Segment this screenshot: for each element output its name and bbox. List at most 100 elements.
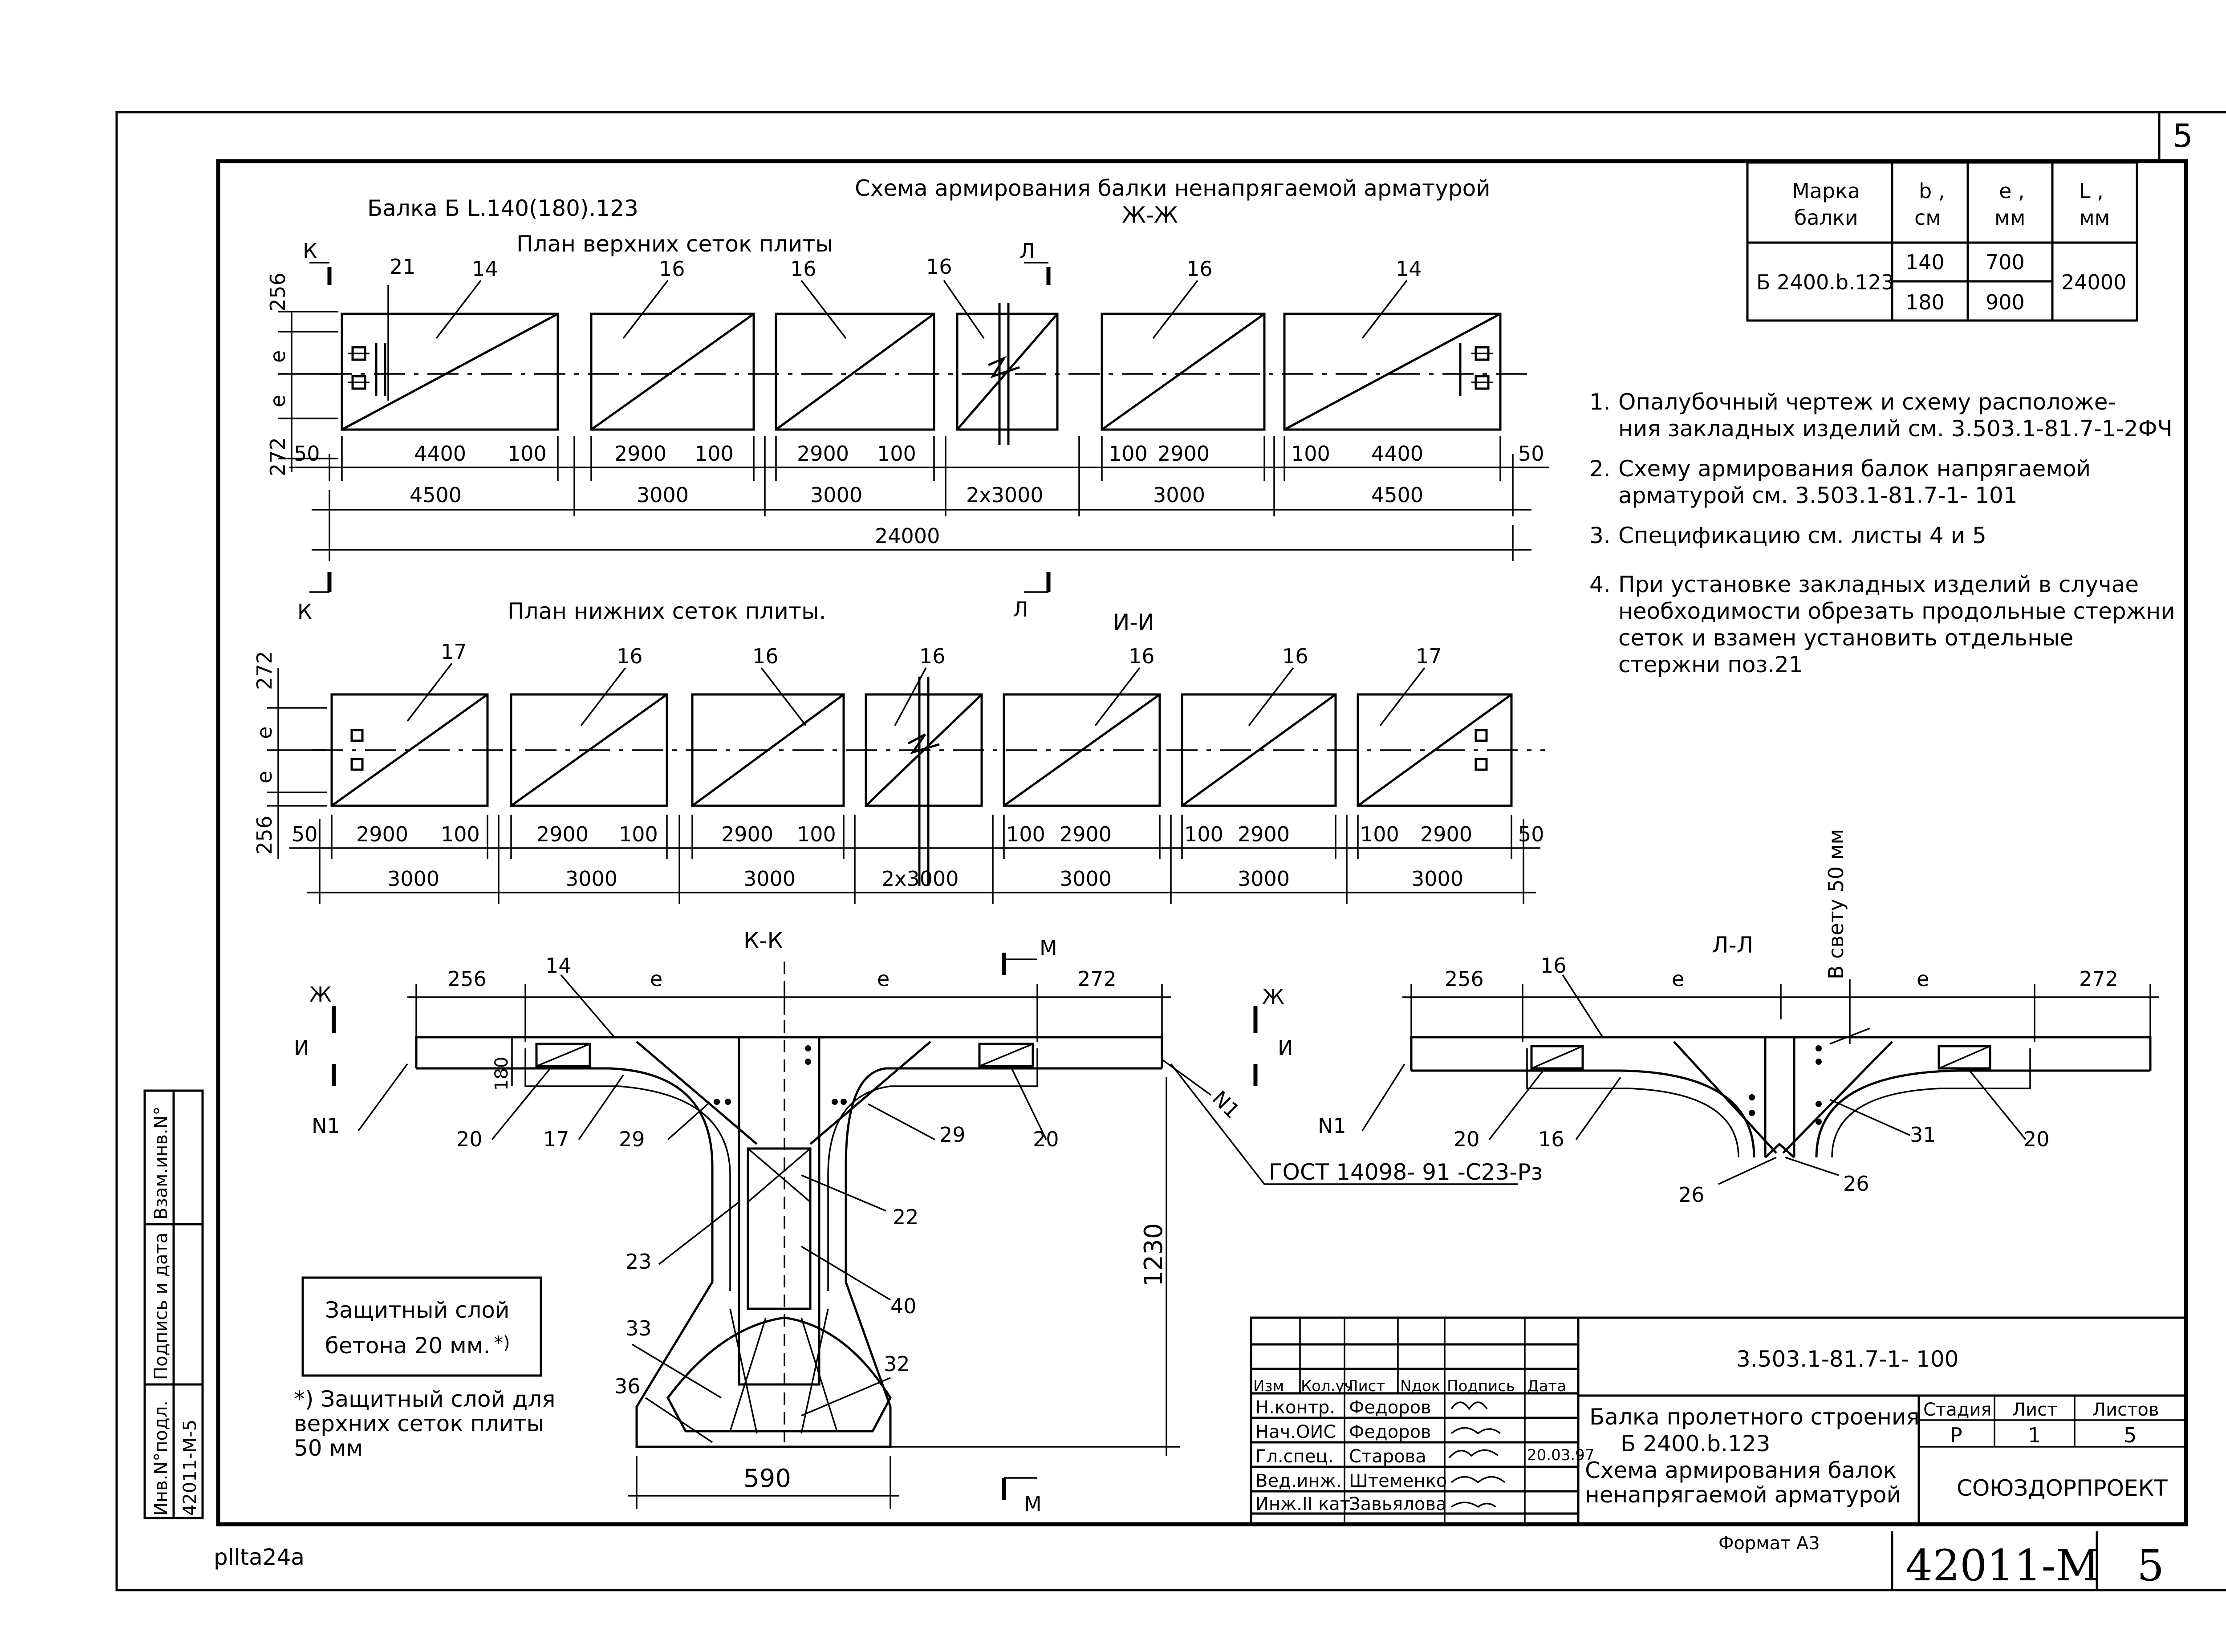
svg-text:20.03.97: 20.03.97 <box>1527 1446 1594 1464</box>
svg-text:Балка пролетного строения: Балка пролетного строения <box>1589 1404 1920 1430</box>
svg-text:5: 5 <box>2137 1541 2164 1591</box>
svg-text:2900: 2900 <box>721 822 773 846</box>
svg-text:e: e <box>650 967 662 991</box>
svg-text:Старова: Старова <box>1349 1446 1426 1467</box>
svg-text:мм: мм <box>2079 206 2110 230</box>
svg-text:100: 100 <box>877 442 916 466</box>
svg-text:Изм: Изм <box>1253 1377 1284 1395</box>
plan-bottom-title: План нижних сеток плиты. <box>508 598 826 624</box>
svg-text:необходимости обрезать продоль: необходимости обрезать продольные стержн… <box>1618 598 2175 624</box>
svg-text:2900: 2900 <box>797 442 849 466</box>
svg-text:При установке закладных издели: При установке закладных изделий в случае <box>1618 572 2139 597</box>
top-plan: 256 e e 272 <box>266 239 1549 624</box>
svg-text:Стадия: Стадия <box>1923 1400 1991 1420</box>
svg-text:Подпись и дата: Подпись и дата <box>151 1233 171 1380</box>
svg-text:арматурой см. 3.503.1-81.7-1-: арматурой см. 3.503.1-81.7-1- 101 <box>1618 483 2018 508</box>
svg-text:14: 14 <box>545 954 572 978</box>
section-zh-title: Ж-Ж <box>1122 202 1178 228</box>
svg-text:Нач.ОИС: Нач.ОИС <box>1255 1422 1336 1442</box>
svg-text:22: 22 <box>893 1205 919 1229</box>
svg-text:16: 16 <box>926 255 952 279</box>
svg-text:17: 17 <box>441 640 467 664</box>
svg-text:700: 700 <box>1986 250 2025 274</box>
signature <box>1450 1427 1501 1435</box>
svg-text:20: 20 <box>456 1127 483 1151</box>
signature <box>1450 1401 1488 1411</box>
svg-text:31: 31 <box>1910 1123 1936 1147</box>
svg-text:33: 33 <box>626 1316 652 1340</box>
svg-text:100: 100 <box>619 822 658 846</box>
svg-text:Ж: Ж <box>1262 985 1284 1009</box>
svg-text:100: 100 <box>695 442 734 466</box>
svg-text:e: e <box>266 395 290 407</box>
top-total-dim: 24000 <box>875 524 940 548</box>
protect-note: Защитный слой бетона 20 мм. *) *) Защитн… <box>294 1276 555 1461</box>
section-ll: Л-Л В свету 50 мм 256 e e 272 <box>1253 829 2159 1207</box>
svg-text:Лист: Лист <box>2012 1400 2057 1420</box>
notes: 1. Опалубочный чертеж и схему расположе-… <box>1589 389 2175 678</box>
svg-text:3000: 3000 <box>810 483 862 507</box>
svg-text:3000: 3000 <box>743 867 796 891</box>
svg-text:36: 36 <box>614 1374 641 1398</box>
svg-text:Л: Л <box>1013 597 1028 621</box>
svg-text:50 мм: 50 мм <box>294 1435 363 1461</box>
svg-text:272: 272 <box>1077 967 1117 991</box>
bottom-side-dims: 272 e e 256 <box>252 651 276 855</box>
svg-text:e: e <box>266 350 290 363</box>
signature <box>1450 1476 1506 1484</box>
svg-text:Гл.спец.: Гл.спец. <box>1255 1446 1333 1467</box>
svg-text:Л: Л <box>1020 239 1035 263</box>
svg-text:16: 16 <box>1186 257 1213 281</box>
svg-text:42011-М-5: 42011-М-5 <box>180 1420 200 1516</box>
svg-text:14: 14 <box>1396 257 1422 281</box>
svg-text:4500: 4500 <box>410 483 462 507</box>
svg-text:100: 100 <box>1006 822 1045 846</box>
svg-text:бетона 20 мм.: бетона 20 мм. <box>325 1333 490 1359</box>
svg-text:И: И <box>1278 1036 1293 1060</box>
svg-text:Марка: Марка <box>1792 179 1860 203</box>
gost-label: ГОСТ 14098- 91 -С23-Рз <box>1269 1159 1543 1185</box>
title-block: Изм Кол.уч Лист Nдок Подпись Дата Н.конт… <box>1250 1316 2187 1526</box>
svg-text:16: 16 <box>919 644 946 668</box>
svg-text:Дата: Дата <box>1527 1377 1566 1395</box>
svg-text:3000: 3000 <box>565 867 617 891</box>
svg-text:26: 26 <box>1843 1172 1869 1196</box>
svg-text:М: М <box>1040 936 1057 960</box>
svg-text:2900: 2900 <box>1060 822 1112 846</box>
svg-text:29: 29 <box>619 1127 645 1151</box>
svg-text:20: 20 <box>2023 1127 2050 1151</box>
svg-text:180: 180 <box>1905 290 1945 314</box>
svg-text:М: М <box>1024 1492 1042 1516</box>
svg-text:180: 180 <box>492 1057 512 1091</box>
svg-text:e ,: e , <box>1999 179 2025 203</box>
svg-text:17: 17 <box>543 1127 569 1151</box>
top-dim-row2: 4500 3000 3000 2x3000 3000 4500 <box>410 483 1423 507</box>
svg-text:100: 100 <box>797 822 836 846</box>
svg-text:b ,: b , <box>1919 179 1945 203</box>
svg-text:16: 16 <box>1129 644 1155 668</box>
svg-text:балки: балки <box>1794 206 1858 230</box>
svg-text:см: см <box>1914 206 1941 230</box>
svg-text:1.: 1. <box>1589 389 1611 415</box>
svg-text:e: e <box>877 967 890 991</box>
svg-text:Н.контр.: Н.контр. <box>1255 1397 1335 1418</box>
svg-text:21: 21 <box>390 255 416 279</box>
svg-text:4500: 4500 <box>1371 483 1423 507</box>
svg-text:256: 256 <box>1445 967 1484 991</box>
svg-text:4.: 4. <box>1589 572 1611 597</box>
svg-text:272: 272 <box>252 651 276 690</box>
svg-text:Взам.инв.N°: Взам.инв.N° <box>151 1107 171 1220</box>
svg-text:100: 100 <box>1360 822 1399 846</box>
svg-text:Схему армирования балок напряг: Схему армирования балок напрягаемой <box>1618 456 2091 482</box>
svg-text:3.503.1-81.7-1- 100: 3.503.1-81.7-1- 100 <box>1736 1346 1958 1372</box>
svg-text:Инж.II кат.: Инж.II кат. <box>1255 1494 1356 1514</box>
svg-text:2900: 2900 <box>1238 822 1290 846</box>
svg-text:2900: 2900 <box>536 822 589 846</box>
svg-text:В свету 50 мм: В свету 50 мм <box>1824 829 1848 979</box>
svg-text:16: 16 <box>1538 1127 1564 1151</box>
svg-text:2900: 2900 <box>1420 822 1472 846</box>
svg-text:17: 17 <box>1416 644 1442 668</box>
svg-text:Подпись: Подпись <box>1447 1377 1515 1395</box>
svg-text:16: 16 <box>617 644 643 668</box>
svg-text:2x3000: 2x3000 <box>881 867 959 891</box>
